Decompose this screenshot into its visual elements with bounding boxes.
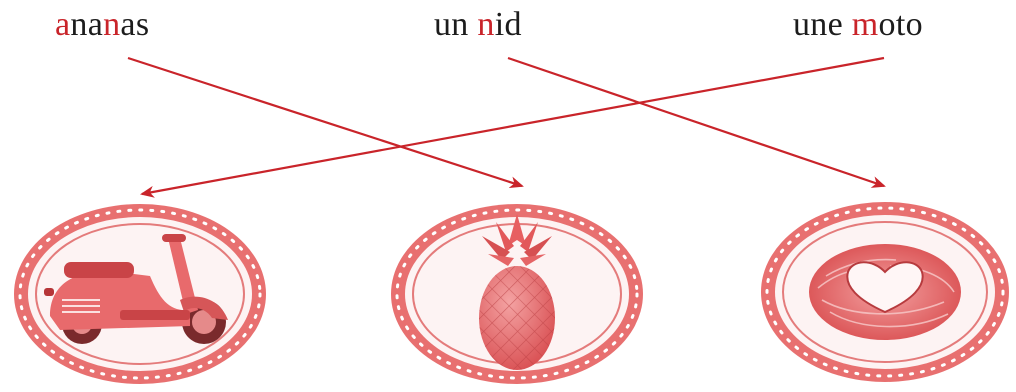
picture-frame-scooter <box>14 204 266 384</box>
arrow-ananas-to-pineapple <box>128 58 522 186</box>
picture-frame-pineapple <box>391 204 643 384</box>
match-arrows <box>128 58 884 194</box>
arrow-moto-to-scooter <box>142 58 884 194</box>
arrow-nid-to-nest <box>508 58 884 186</box>
nest-image <box>809 244 961 340</box>
picture-frame-nest <box>761 202 1009 382</box>
